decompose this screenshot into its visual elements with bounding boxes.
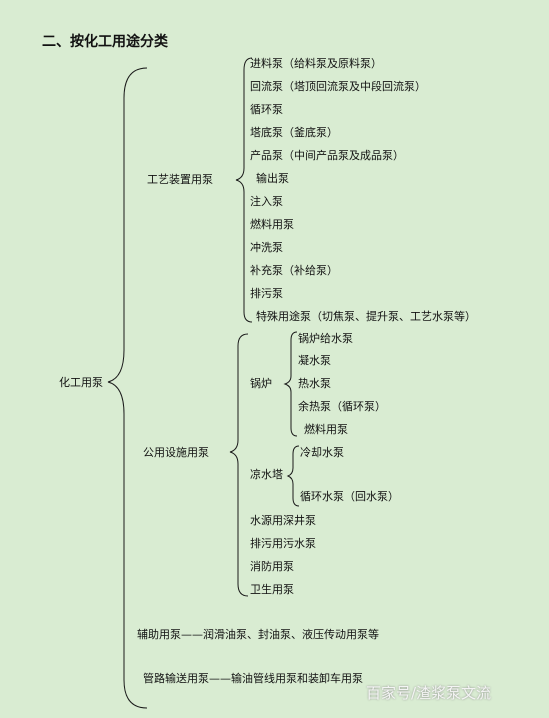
process-item: 燃料用泵 [250, 218, 294, 231]
process-bracket [235, 57, 253, 323]
root-node: 化工用泵 [59, 376, 103, 389]
root-bracket [107, 67, 148, 709]
process-item: 补充泵（补给泵） [250, 264, 338, 277]
process-item: 冲洗泵 [250, 241, 283, 254]
cooling-tower-bracket [286, 445, 300, 507]
pipeline-node: 管路输送用泵——输油管线用泵和装卸车用泵 [143, 672, 363, 685]
boiler-item: 余热泵（循环泵） [298, 400, 386, 413]
cooling-tower-item: 冷却水泵 [300, 446, 344, 459]
boiler-item: 燃料用泵 [304, 423, 348, 436]
utility-item: 水源用深井泵 [250, 514, 316, 527]
process-item: 输出泵 [256, 172, 289, 185]
auxiliary-node: 辅助用泵——润滑油泵、封油泵、液压传动用泵等 [137, 628, 379, 641]
boiler-item: 锅炉给水泵 [298, 332, 353, 345]
utility-bracket [229, 333, 249, 597]
boiler-item: 热水泵 [298, 377, 331, 390]
utility-item: 消防用泵 [250, 560, 294, 573]
process-item: 回流泵（塔顶回流泵及中段回流泵） [250, 80, 426, 93]
boiler-item: 凝水泵 [298, 354, 331, 367]
process-item: 特殊用途泵（切焦泵、提升泵、工艺水泵等） [256, 310, 476, 323]
utility-group-node: 公用设施用泵 [143, 446, 209, 459]
process-item: 排污泵 [250, 287, 283, 300]
process-item: 注入泵 [250, 195, 283, 208]
diagram-title: 二、按化工用途分类 [42, 34, 168, 50]
boiler-bracket [283, 331, 298, 437]
process-item: 产品泵（中间产品泵及成品泵） [250, 149, 404, 162]
cooling-tower-node: 凉水塔 [250, 468, 283, 481]
boiler-node: 锅炉 [250, 377, 272, 390]
process-item: 塔底泵（釜底泵） [250, 126, 338, 139]
process-item: 循环泵 [250, 103, 283, 116]
utility-item: 排污用污水泵 [250, 537, 316, 550]
cooling-tower-item: 循环水泵（回水泵） [300, 490, 399, 503]
utility-item: 卫生用泵 [250, 583, 294, 596]
process-group-node: 工艺装置用泵 [147, 173, 213, 186]
watermark: 百家号/渣浆泵文流 [366, 684, 492, 702]
process-item: 进料泵（给料泵及原料泵） [250, 57, 382, 70]
